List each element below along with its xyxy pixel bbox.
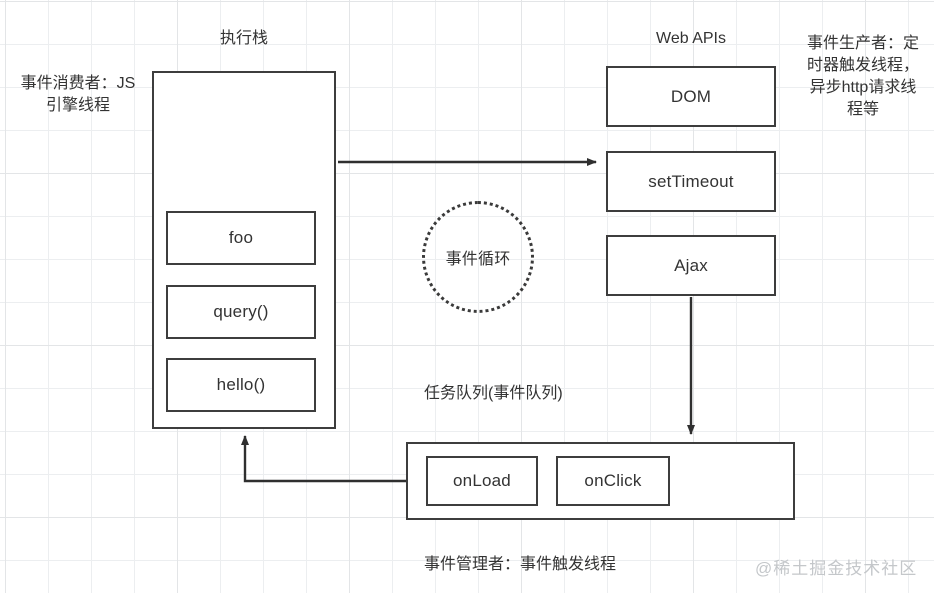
event-producer-label-line1: 事件生产者：定: [806, 35, 919, 52]
task-queue-item-onload[interactable]: onLoad: [426, 456, 538, 506]
event-manager-label: 事件管理者：事件触发线程: [424, 556, 617, 573]
watermark: @稀土掘金技术社区: [755, 559, 918, 578]
web-apis-title: Web APIs: [656, 30, 726, 47]
call-stack-frame-hello[interactable]: hello(): [166, 358, 316, 412]
web-api-label: setTimeout: [648, 171, 734, 191]
web-api-label: Ajax: [674, 255, 708, 275]
task-queue-item-onclick[interactable]: onClick: [556, 456, 670, 506]
task-queue-item-label: onClick: [584, 471, 642, 490]
event-consumer-label-line2: 引擎线程: [45, 97, 110, 114]
task-queue-title: 任务队列(事件队列): [424, 385, 563, 402]
call-stack-frame-label: hello(): [216, 375, 266, 394]
web-api-label: DOM: [670, 86, 712, 106]
event-producer-label-line2: 时器触发线程，: [806, 57, 919, 74]
arrow-queue-to-stack: [241, 435, 406, 483]
call-stack-title: 执行栈: [219, 30, 268, 47]
event-loop-label: 事件循环: [445, 251, 511, 268]
call-stack-frame-foo[interactable]: foo: [166, 211, 316, 265]
event-producer-label-line3: 异步http请求线: [809, 79, 917, 96]
call-stack-frame-query[interactable]: query(): [166, 285, 316, 339]
call-stack-frame-label: query(): [213, 302, 269, 321]
web-api-settimeout[interactable]: setTimeout: [606, 151, 776, 212]
event-loop-circle: 事件循环: [422, 201, 534, 313]
event-producer-label-line4: 程等: [846, 101, 879, 118]
event-consumer-label-line1: 事件消费者：JS: [20, 75, 136, 92]
web-api-dom[interactable]: DOM: [606, 66, 776, 127]
web-api-ajax[interactable]: Ajax: [606, 235, 776, 296]
call-stack-frame-label: foo: [228, 228, 254, 247]
task-queue-item-label: onLoad: [453, 471, 511, 490]
